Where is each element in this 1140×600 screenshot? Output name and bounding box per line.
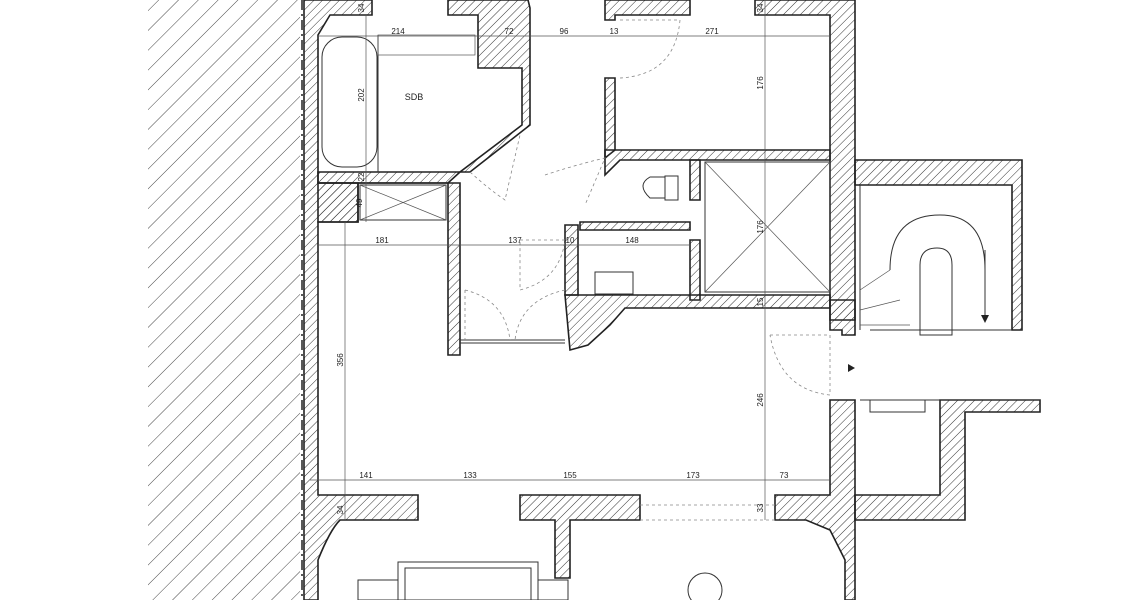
dim-173: 173 (686, 471, 700, 480)
dim-181: 181 (375, 236, 389, 245)
bathtub (321, 36, 378, 168)
dim-133: 133 (463, 471, 477, 480)
spiral-stair (889, 214, 986, 336)
dim-72: 72 (505, 27, 514, 36)
room-label-sdb: SDB (405, 92, 424, 102)
dim-137: 137 (508, 236, 522, 245)
dim-271: 271 (705, 27, 719, 36)
dim-356: 356 (336, 353, 345, 367)
dim-22: 22 (357, 172, 366, 181)
dimension-lines (310, 0, 830, 520)
shaft (359, 184, 447, 221)
dim-34: 34 (336, 505, 345, 514)
dim-15: 15 (756, 297, 765, 306)
dim-141: 141 (359, 471, 373, 480)
dim-13: 13 (610, 27, 619, 36)
dim-73: 73 (780, 471, 789, 480)
dim-33: 33 (756, 503, 765, 512)
dim-202: 202 (357, 88, 366, 102)
dim-246: 246 (756, 393, 765, 407)
dim-34-top-left: 34 (357, 3, 366, 12)
dimension-labels: 214 72 96 13 271 181 137 10 148 141 133 … (336, 3, 789, 514)
dim-96: 96 (560, 27, 569, 36)
dim-155: 155 (563, 471, 577, 480)
dim-10: 10 (566, 236, 575, 245)
dim-148: 148 (625, 236, 639, 245)
toilet (642, 175, 679, 201)
door-swings (464, 19, 831, 521)
dim-34-top-right: 34 (756, 3, 765, 12)
dim-176-b: 176 (756, 220, 765, 234)
shaft-2 (704, 161, 831, 293)
dim-176-a: 176 (756, 76, 765, 90)
dim-49: 49 (355, 198, 364, 207)
dim-214: 214 (391, 27, 405, 36)
walls (303, 0, 1041, 600)
fixtures (321, 34, 1040, 600)
exterior-hatched-area (148, 0, 300, 600)
